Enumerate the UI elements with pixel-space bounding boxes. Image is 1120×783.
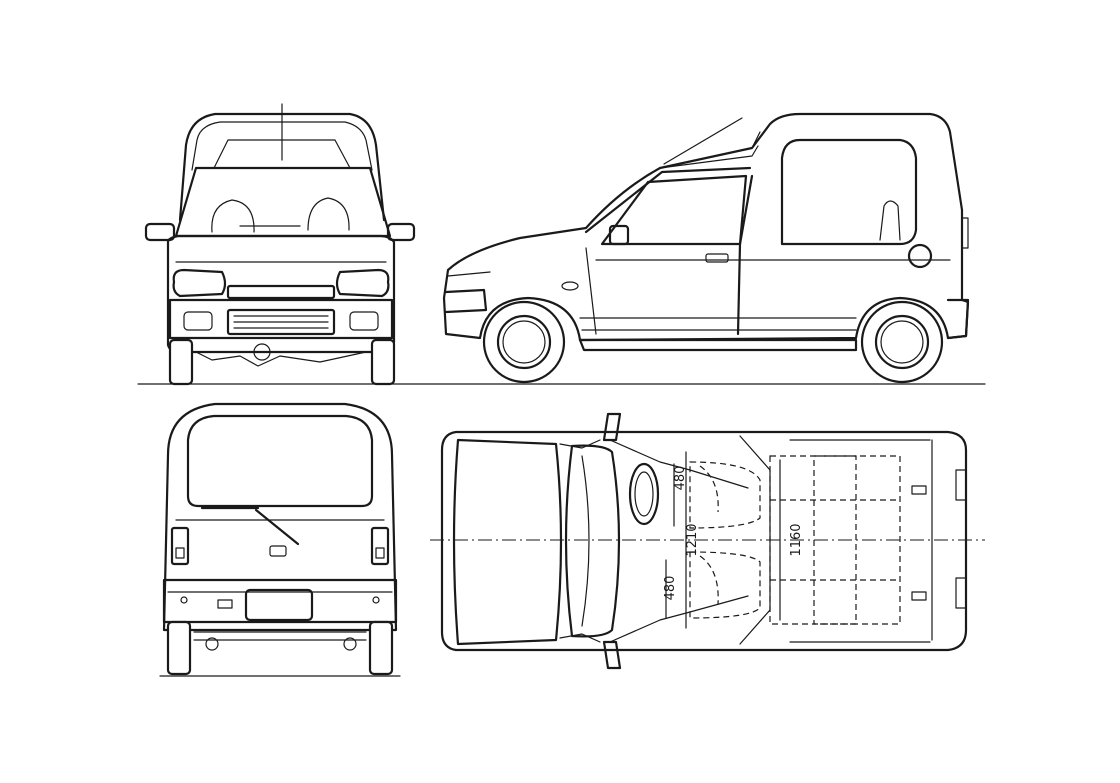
fuel-cap — [907, 243, 933, 269]
right-headlight — [335, 268, 390, 298]
front-left-wheel — [168, 338, 194, 386]
left-headlight — [172, 268, 227, 298]
dim-seat-width: 480 — [663, 576, 678, 601]
rear-window — [186, 414, 374, 508]
side-rear-wheel — [860, 300, 944, 384]
side-antenna — [663, 117, 743, 165]
top-view — [430, 412, 985, 670]
front-grille — [226, 284, 336, 300]
dim-head-clearance: 480 — [673, 466, 688, 491]
cargo-window — [780, 138, 918, 246]
hood — [452, 438, 563, 646]
steering-wheel — [628, 462, 660, 526]
top-right-mirror — [602, 640, 622, 670]
front-view — [144, 103, 416, 386]
front-plate — [226, 308, 336, 336]
side-view — [442, 112, 970, 384]
side-front-wheel — [482, 300, 566, 384]
passenger-seat — [689, 551, 761, 619]
dim-cargo-width: 1160 — [789, 523, 804, 556]
right-mirror — [386, 222, 416, 242]
left-mirror — [144, 222, 176, 242]
top-windshield — [564, 444, 621, 638]
dim-cabin-width: 1210 — [685, 523, 700, 556]
top-left-mirror — [602, 412, 622, 442]
left-fog-light — [183, 311, 213, 331]
rear-plate — [244, 588, 314, 622]
front-right-wheel — [370, 338, 396, 386]
driver-seat — [689, 461, 761, 529]
right-fog-light — [349, 311, 379, 331]
front-window — [600, 174, 748, 246]
door-handle — [705, 253, 729, 263]
right-tail-light — [370, 526, 390, 566]
rear-left-wheel — [166, 620, 192, 676]
rear-right-wheel — [368, 620, 394, 676]
left-tail-light — [170, 526, 190, 566]
side-mirror — [608, 224, 630, 246]
rear-view — [162, 402, 398, 676]
